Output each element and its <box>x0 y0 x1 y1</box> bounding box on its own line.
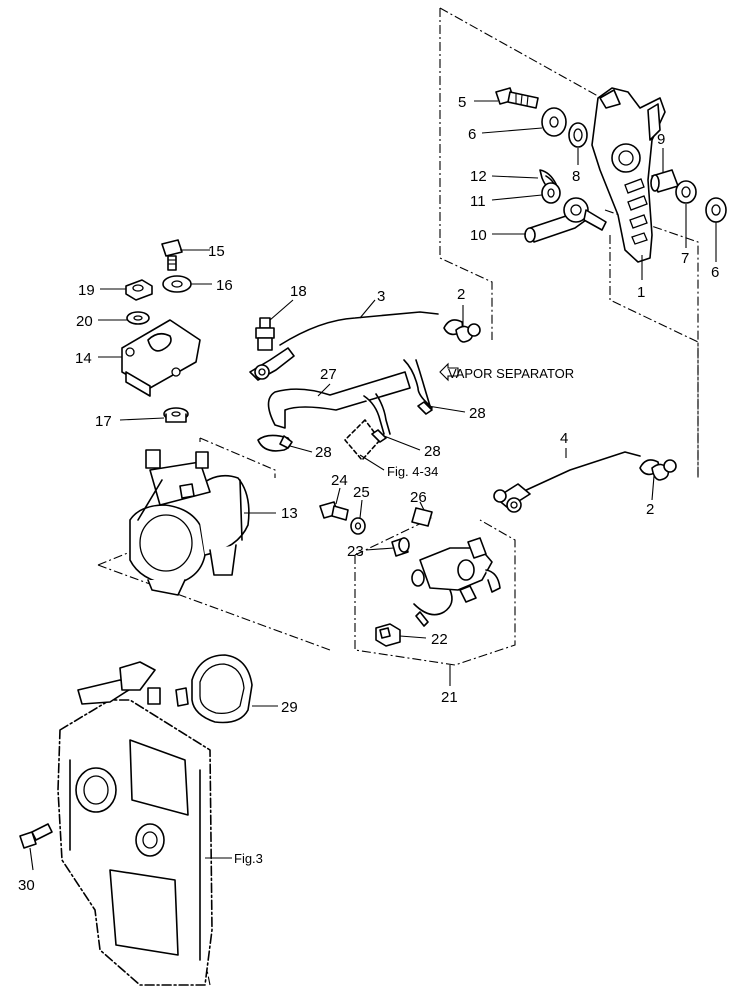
collar-9 <box>650 169 679 193</box>
gasket-29 <box>191 654 253 724</box>
callout-7: 7 <box>681 250 689 267</box>
link-rod-3 <box>249 311 439 381</box>
callout-18: 18 <box>290 283 307 300</box>
washer-25 <box>350 517 366 535</box>
washer-6-right <box>705 197 727 223</box>
fitting-18 <box>255 317 275 351</box>
callout-13: 13 <box>281 505 298 522</box>
callout-15: 15 <box>208 243 225 260</box>
callout-28-left: 28 <box>315 444 332 461</box>
collar-11 <box>541 182 561 204</box>
fig-4-34-note: Fig. 4-34 <box>387 464 438 479</box>
callout-29: 29 <box>281 699 298 716</box>
callout-14: 14 <box>75 350 92 367</box>
callout-11: 11 <box>470 193 486 210</box>
callout-24: 24 <box>331 472 348 489</box>
throttle-body-13 <box>129 449 250 596</box>
callout-23: 23 <box>347 543 364 560</box>
grommet-16 <box>162 275 192 293</box>
callout-21: 21 <box>441 689 458 706</box>
callout-10: 10 <box>470 227 487 244</box>
cap-22 <box>375 623 401 647</box>
callout-17: 17 <box>95 413 112 430</box>
lever-assembly-21 <box>411 537 501 627</box>
bolt-15 <box>161 239 183 271</box>
washer-20 <box>126 311 150 325</box>
bolt-24 <box>319 501 349 521</box>
callout-30: 30 <box>18 877 35 894</box>
callout-numbers: 1 2 2 3 4 5 6 6 7 8 9 10 11 12 13 14 15 … <box>18 94 719 894</box>
link-rod-10 <box>524 197 607 243</box>
washer-8 <box>568 122 588 148</box>
label-26 <box>411 507 433 527</box>
reference-lines <box>97 7 699 986</box>
callout-27: 27 <box>320 366 337 383</box>
throttle-lever <box>591 87 666 263</box>
vapor-separator-note: VAPOR SEPARATOR <box>448 366 574 381</box>
bushing-7 <box>675 180 697 204</box>
plate-14 <box>121 319 201 397</box>
callout-3: 3 <box>377 288 385 305</box>
cylinder-block <box>57 661 213 986</box>
washer-6-left <box>541 107 567 137</box>
clamp-28 <box>257 359 433 452</box>
diagram-notes: VAPOR SEPARATOR Fig. 4-34 Fig.3 <box>234 366 574 866</box>
spacer-23 <box>391 537 410 557</box>
fig-3-note: Fig.3 <box>234 851 263 866</box>
callout-6-right: 6 <box>711 264 719 281</box>
callout-28-middle: 28 <box>424 443 441 460</box>
leader-lines <box>29 100 717 871</box>
callout-26: 26 <box>410 489 427 506</box>
callout-2-bottom: 2 <box>646 501 654 518</box>
link-rod-4 <box>493 451 641 513</box>
clip-2-bottom <box>639 459 677 481</box>
callout-9: 9 <box>657 131 665 148</box>
bolt-30 <box>19 823 53 849</box>
hose-27 <box>267 371 411 461</box>
callout-19: 19 <box>78 282 95 299</box>
callout-5: 5 <box>458 94 466 111</box>
callout-22: 22 <box>431 631 448 648</box>
grommet-17 <box>163 407 189 423</box>
bolt-5 <box>495 87 539 109</box>
callout-12: 12 <box>470 168 487 185</box>
callout-25: 25 <box>353 484 370 501</box>
callout-1: 1 <box>637 284 645 301</box>
callout-16: 16 <box>216 277 233 294</box>
callout-28-right: 28 <box>469 405 486 422</box>
nut-19 <box>125 279 153 301</box>
callout-2-top: 2 <box>457 286 465 303</box>
callout-8: 8 <box>572 168 580 185</box>
clip-2-top <box>443 319 481 343</box>
callout-4: 4 <box>560 430 568 447</box>
callout-20: 20 <box>76 313 93 330</box>
callout-6-left: 6 <box>468 126 476 143</box>
